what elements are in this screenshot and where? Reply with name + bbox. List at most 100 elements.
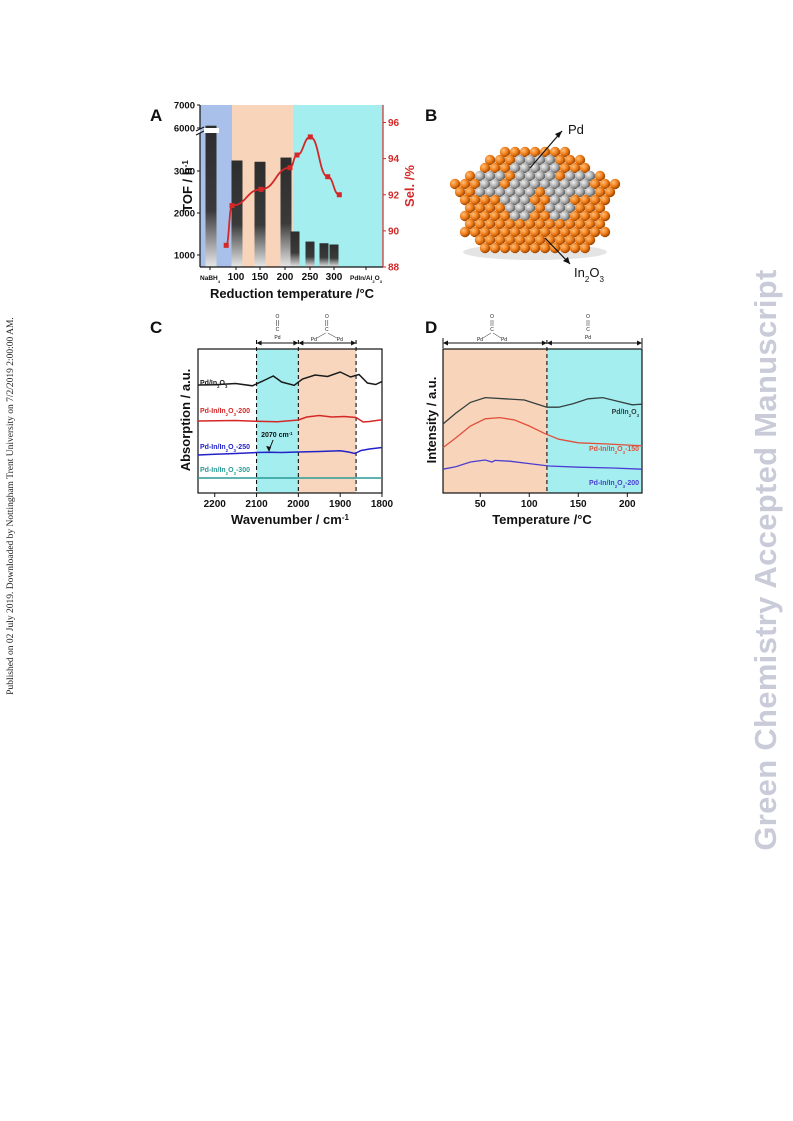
atom-sphere	[504, 202, 516, 214]
x-tick-label: 200	[619, 499, 636, 510]
x-tick-label: 2000	[287, 499, 310, 510]
atom-sphere	[584, 202, 596, 214]
atom-sphere	[459, 194, 471, 206]
x-tick-label-part: PdIn/Al	[350, 275, 373, 282]
atom-sphere	[544, 202, 556, 214]
atom-sphere	[489, 178, 501, 190]
atom-sphere	[599, 210, 611, 222]
axis-break-band	[204, 128, 219, 133]
series-label-part: O	[228, 467, 234, 474]
series-label: Pd-In/In2O3-150	[589, 446, 639, 455]
atom-sphere	[489, 226, 501, 238]
atom-sphere	[584, 170, 596, 182]
atom-sphere	[484, 202, 496, 214]
atom-sphere	[484, 170, 496, 182]
x-tick-label: 2200	[204, 499, 227, 510]
atom-sphere	[544, 234, 556, 246]
series-label-part: Pd-In/In	[589, 480, 615, 487]
series-label-part: -300	[236, 467, 250, 474]
series-label-part: Pd-In/In	[200, 444, 226, 451]
y-tick-label: 1000	[174, 251, 195, 262]
atom-sphere	[504, 218, 516, 230]
selectivity-marker	[223, 242, 229, 248]
range-arrowhead	[293, 340, 299, 346]
atom-sphere	[564, 202, 576, 214]
atom-sphere	[484, 154, 496, 166]
atom-sphere	[519, 210, 531, 222]
x-tick-label-part: 150	[252, 272, 269, 283]
y2-tick-label: 92	[388, 190, 400, 201]
y2-tick-label: 96	[388, 118, 400, 129]
atom-sphere	[459, 178, 471, 190]
series-label-part: O	[228, 408, 234, 415]
atom-sphere	[499, 194, 511, 206]
series-label-part: -150	[625, 446, 639, 453]
atom-sphere	[504, 186, 516, 198]
bridged-pd-label: Pd	[477, 337, 483, 343]
atom-sphere	[559, 194, 571, 206]
atom-sphere	[499, 226, 511, 238]
atom-sphere	[544, 186, 556, 198]
y2-tick-label: 88	[388, 263, 400, 274]
atom-sphere	[579, 162, 591, 174]
series-label-part: -200	[236, 408, 250, 415]
series-label-part: O	[617, 446, 623, 453]
panel-label-b: B	[425, 106, 437, 125]
range-arrowhead	[637, 340, 642, 346]
selectivity-marker	[294, 152, 300, 158]
atom-sphere	[534, 234, 546, 246]
co-icon-bond	[482, 332, 492, 339]
x-tick-label: 200	[277, 272, 294, 283]
atom-sphere	[499, 162, 511, 174]
atom-sphere	[584, 218, 596, 230]
atom-sphere	[549, 210, 561, 222]
in2o3-label-part: 3	[599, 275, 604, 284]
range-arrowhead	[443, 340, 448, 346]
atom-sphere	[474, 234, 486, 246]
y-axis-label-part: TOF / h	[180, 167, 195, 212]
atom-sphere	[554, 154, 566, 166]
selectivity-marker	[229, 203, 235, 209]
atom-sphere	[489, 162, 501, 174]
atom-sphere	[549, 146, 561, 158]
x-tick-label-part: 2	[372, 279, 375, 284]
atom-sphere	[564, 186, 576, 198]
atom-sphere	[579, 242, 591, 254]
bridged-pd-label: Pd	[337, 337, 343, 343]
x-tick-label-part: 100	[228, 272, 245, 283]
atom-sphere	[499, 210, 511, 222]
pd-arrow	[529, 130, 563, 169]
atom-sphere	[504, 170, 516, 182]
atom-sphere	[479, 210, 491, 222]
series-label-part: O	[220, 380, 226, 387]
atom-sphere	[554, 202, 566, 214]
tof-bar-200	[280, 157, 292, 267]
in2o3-label-part: In	[574, 265, 585, 280]
atom-sphere	[464, 186, 476, 198]
atom-sphere	[559, 178, 571, 190]
atom-sphere	[594, 218, 606, 230]
annotation-2070-part: 2070 cm	[261, 432, 289, 439]
atom-sphere	[559, 146, 571, 158]
selectivity-marker	[307, 134, 313, 140]
x-tick-label: 150	[252, 272, 269, 283]
series-label-part: -250	[236, 444, 250, 451]
atom-sphere	[569, 242, 581, 254]
atom-sphere	[549, 162, 561, 174]
atom-sphere	[569, 194, 581, 206]
atom-sphere	[589, 210, 601, 222]
atom-sphere	[499, 146, 511, 158]
atom-sphere	[484, 218, 496, 230]
co-icon-o: O	[276, 314, 280, 320]
atom-sphere	[464, 218, 476, 230]
atom-sphere	[469, 210, 481, 222]
region-high-temp	[292, 105, 383, 267]
atom-sphere	[559, 242, 571, 254]
atom-sphere	[509, 226, 521, 238]
tof-bar-225	[290, 231, 300, 267]
atom-sphere	[579, 178, 591, 190]
atom-sphere	[609, 178, 621, 190]
co-icon-c: C	[276, 327, 280, 333]
